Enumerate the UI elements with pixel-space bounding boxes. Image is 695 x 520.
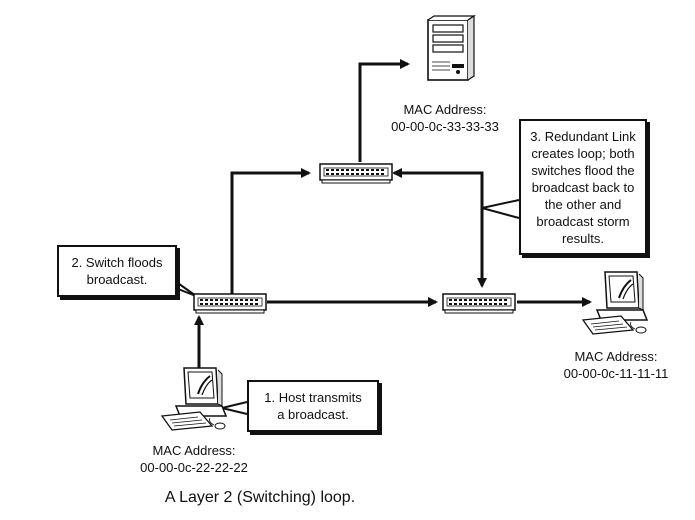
callout-step1: 1. Host transmits a broadcast.	[247, 380, 379, 432]
callout-step2-line2: broadcast.	[86, 272, 148, 287]
pointer-step3	[481, 199, 520, 219]
link-left-to-top	[230, 168, 311, 294]
left-host-mac-value: 00-00-0c-22-22-22	[140, 460, 248, 475]
callout-step3-line2: creates loop; both	[531, 145, 635, 161]
callout-step3-line7: results.	[562, 230, 604, 246]
callout-step2-line1: 2. Switch floods	[71, 255, 163, 270]
callout-step3-line3: switches flood the	[531, 162, 635, 178]
server-mac-heading: MAC Address:	[403, 102, 487, 117]
server-icon	[427, 14, 476, 81]
callout-step3-line4: broadcast back to	[531, 179, 635, 195]
figure-caption: A Layer 2 (Switching) loop.	[164, 489, 356, 506]
server-mac-label: MAC Address: 00-00-0c-33-33-33	[378, 101, 512, 135]
callout-step2: 2. Switch floods broadcast.	[57, 245, 177, 297]
workstation-right-icon	[582, 271, 648, 335]
callout-step3-line1: 3. Redundant Link	[530, 128, 636, 144]
switch-top-icon	[319, 163, 393, 184]
pointer-step2	[174, 280, 197, 297]
link-right-to-top	[392, 168, 484, 286]
workstation-left-icon	[161, 367, 227, 431]
right-host-mac-heading: MAC Address:	[574, 349, 658, 364]
callout-step3-line6: broadcast storm	[536, 213, 630, 229]
right-host-mac-label: MAC Address: 00-00-0c-11-11-11	[549, 348, 683, 382]
pointer-step1	[221, 401, 248, 415]
switch-right-icon	[442, 293, 516, 314]
link-top-to-server	[358, 59, 410, 162]
callout-step3-line5: the other and	[544, 196, 622, 212]
callout-step1-line1: 1. Host transmits	[264, 390, 362, 405]
callout-step3: 3. Redundant Link creates loop; both swi…	[519, 119, 647, 255]
left-host-mac-heading: MAC Address:	[152, 443, 236, 458]
server-mac-value: 00-00-0c-33-33-33	[391, 119, 499, 134]
links	[194, 59, 592, 368]
left-host-mac-label: MAC Address: 00-00-0c-22-22-22	[127, 442, 261, 476]
switch-left-icon	[193, 293, 267, 314]
callout-step1-line2: a broadcast.	[277, 407, 349, 422]
right-host-mac-value: 00-00-0c-11-11-11	[563, 366, 669, 381]
